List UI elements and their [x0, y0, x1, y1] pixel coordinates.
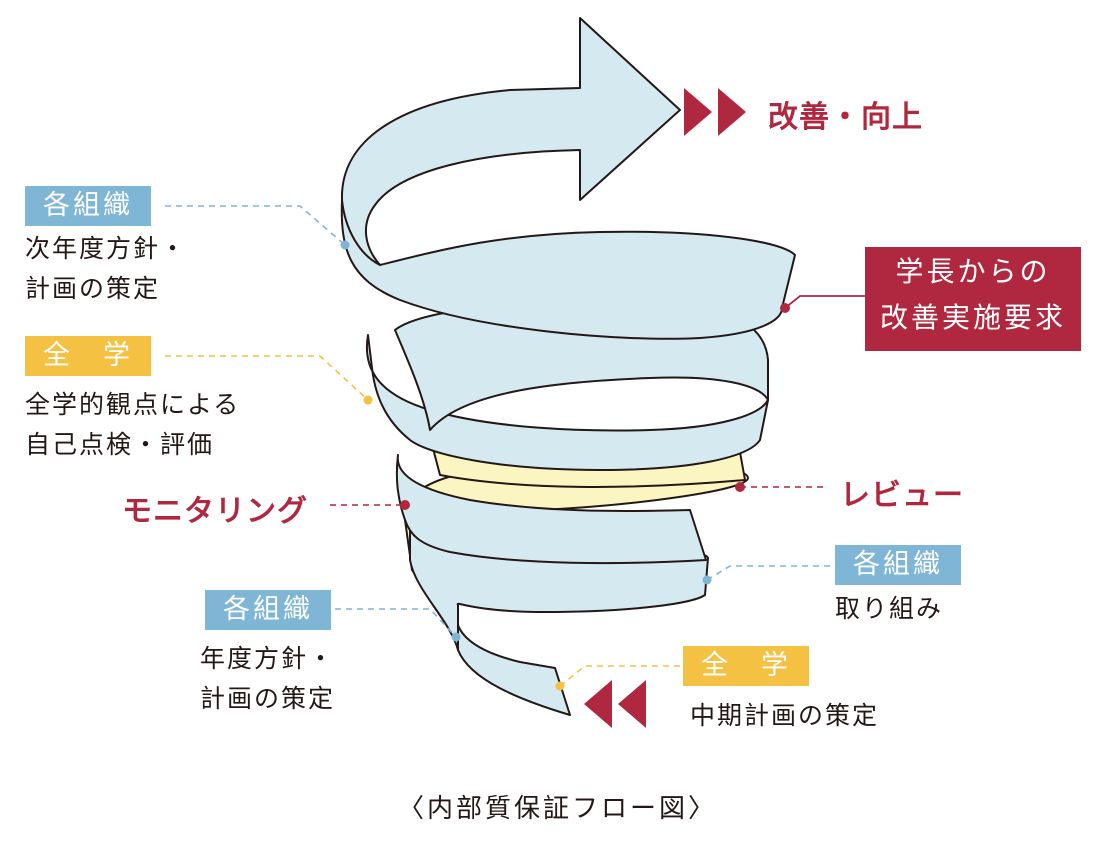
president-line2: 改善実施要求	[879, 301, 1066, 334]
dot-org-top	[340, 240, 350, 250]
org-top-line2: 計画の策定	[25, 274, 161, 303]
monitoring-label: モニタリング	[122, 494, 308, 529]
org-left-line2: 計画の策定	[200, 684, 336, 713]
org-right-line1: 取り組み	[835, 594, 944, 623]
ribbon-loop-1	[340, 199, 796, 340]
connector-org-top	[165, 205, 346, 246]
connector-org-right	[706, 565, 830, 581]
review-label: レビュー	[840, 478, 964, 513]
ribbon-arrow-sweep	[340, 17, 681, 266]
dot-monitoring	[400, 500, 410, 510]
dot-review	[735, 482, 745, 492]
dot-org-right	[702, 575, 712, 585]
outcome-label: 改善・向上	[768, 100, 923, 135]
forward-chevrons-icon	[684, 88, 746, 136]
org-top-tag: 各組織	[25, 186, 151, 226]
diagram-caption: 〈内部質保証フロー図〉	[398, 794, 718, 824]
org-left-line1: 年度方針・	[200, 644, 336, 673]
univ-mid-line1: 全学的観点による	[25, 390, 241, 419]
president-line1: 学長からの	[895, 255, 1051, 288]
connector-univ-bottom	[559, 665, 680, 687]
ribbon-tail	[455, 604, 571, 716]
dot-president	[780, 303, 790, 313]
org-right-tag: 各組織	[835, 545, 961, 585]
president-request-box: 学長からの 改善実施要求	[865, 247, 1081, 351]
dot-univ-mid	[363, 395, 373, 405]
univ-mid-tag: 全 学	[25, 336, 151, 376]
connector-univ-mid	[165, 355, 369, 401]
univ-bottom-tag: 全 学	[683, 646, 809, 686]
dot-univ-bottom	[555, 681, 565, 691]
backward-chevrons-icon	[584, 680, 646, 728]
ribbon-loop-3	[395, 454, 707, 565]
univ-bottom-line1: 中期計画の策定	[690, 701, 880, 730]
dot-org-left	[451, 632, 461, 642]
org-top-line1: 次年度方針・	[25, 234, 188, 263]
org-left-tag: 各組織	[205, 590, 331, 630]
univ-mid-line2: 自己点検・評価	[25, 430, 215, 459]
connector-president	[784, 295, 865, 309]
